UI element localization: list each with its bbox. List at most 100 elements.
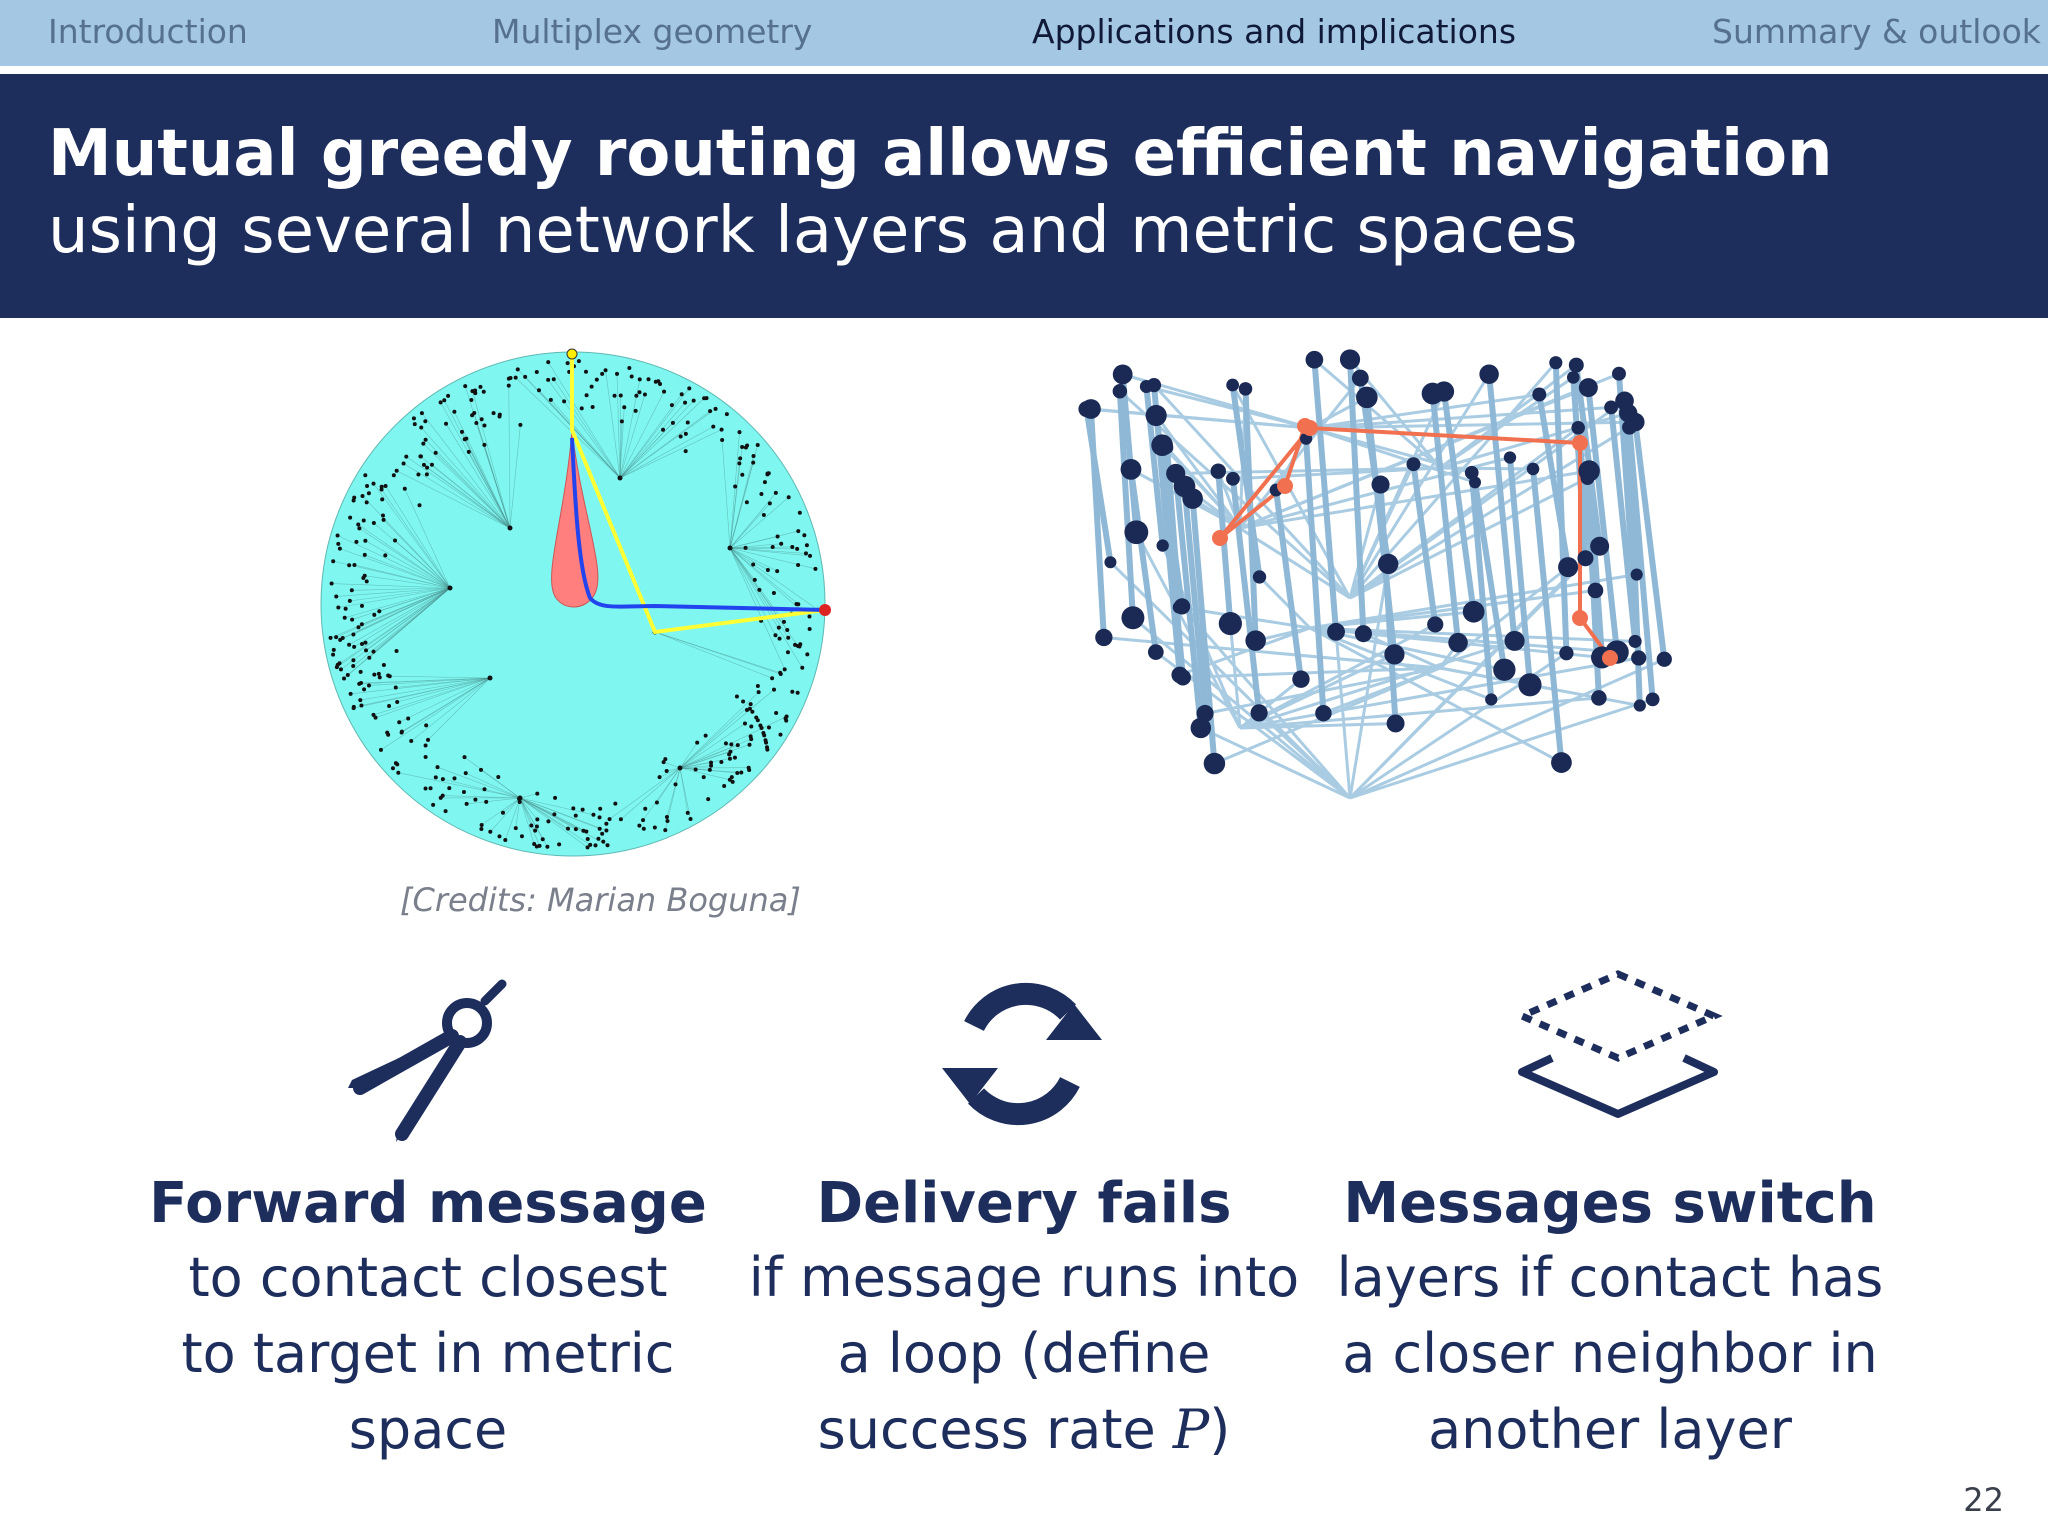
disk-node bbox=[433, 775, 438, 780]
disk-edge bbox=[344, 587, 451, 619]
network-node bbox=[1250, 704, 1268, 722]
multiplex-network-figure bbox=[1078, 349, 1672, 800]
interlayer-link bbox=[1357, 377, 1392, 565]
disk-edge bbox=[423, 443, 511, 529]
disk-edge bbox=[679, 765, 712, 769]
disk-edge bbox=[359, 528, 451, 589]
disk-node bbox=[709, 763, 714, 768]
disk-hub-node bbox=[727, 545, 733, 551]
disk-node bbox=[619, 419, 624, 424]
path-node bbox=[1602, 650, 1618, 666]
disk-edge bbox=[729, 547, 818, 610]
disk-edge bbox=[729, 547, 806, 554]
disk-edge bbox=[373, 522, 451, 589]
disk-node bbox=[546, 819, 551, 824]
disk-edge bbox=[659, 767, 681, 778]
body-line: if message runs into bbox=[748, 1246, 1300, 1309]
disk-edge bbox=[519, 797, 569, 829]
disk-node bbox=[743, 545, 748, 550]
disk-edge bbox=[375, 677, 491, 718]
disk-node bbox=[745, 707, 750, 712]
disk-node bbox=[394, 649, 399, 654]
nav-item-introduction[interactable]: Introduction bbox=[48, 12, 248, 51]
disk-node bbox=[459, 429, 464, 434]
network-node bbox=[1571, 420, 1585, 435]
disk-node bbox=[366, 683, 371, 688]
disk-node bbox=[377, 675, 382, 680]
disk-edge bbox=[398, 772, 521, 799]
disk-edge bbox=[729, 547, 816, 570]
network-node bbox=[1577, 550, 1594, 567]
disk-hub-node bbox=[517, 795, 523, 801]
disk-node bbox=[579, 406, 584, 411]
network-node bbox=[1120, 459, 1142, 480]
network-node bbox=[1558, 557, 1579, 578]
disk-node bbox=[350, 617, 355, 622]
disk-hub-node bbox=[487, 675, 493, 681]
disk-node bbox=[784, 714, 789, 719]
layer-edge bbox=[1239, 639, 1516, 730]
nav-item-summary-outlook[interactable]: Summary & outlook bbox=[1712, 12, 2041, 51]
disk-edge bbox=[365, 540, 451, 589]
disk-node bbox=[338, 667, 343, 672]
disk-nodes bbox=[328, 359, 820, 850]
disk-edge bbox=[442, 778, 521, 799]
nav-item-multiplex-geometry[interactable]: Multiplex geometry bbox=[492, 12, 813, 51]
interlayer-link bbox=[1506, 457, 1533, 686]
disk-node bbox=[738, 456, 743, 461]
disk-node bbox=[336, 605, 341, 610]
disk-edge bbox=[619, 391, 665, 479]
disk-node bbox=[424, 472, 429, 477]
disk-node bbox=[589, 384, 594, 389]
disk-node bbox=[701, 775, 706, 780]
layer-edge bbox=[1258, 711, 1352, 800]
disk-node bbox=[361, 518, 366, 523]
disk-node bbox=[479, 826, 484, 831]
nav-item-applications[interactable]: Applications and implications bbox=[1032, 12, 1517, 51]
disk-edge bbox=[679, 742, 698, 769]
disk-node bbox=[479, 417, 484, 422]
disk-node bbox=[600, 371, 605, 376]
heading-forward-message: Forward message bbox=[149, 1171, 707, 1236]
network-node bbox=[1559, 646, 1574, 661]
disk-node bbox=[518, 422, 523, 427]
disk-edge bbox=[619, 394, 682, 479]
disk-edge bbox=[427, 677, 491, 741]
network-node bbox=[1493, 658, 1516, 681]
disk-node bbox=[691, 398, 696, 403]
disk-node bbox=[377, 609, 382, 614]
disk-edge bbox=[464, 386, 511, 529]
disk-edge bbox=[353, 587, 451, 667]
disk-node bbox=[805, 652, 810, 657]
network-node bbox=[1146, 378, 1162, 393]
disk-edge bbox=[729, 455, 754, 549]
disk-node bbox=[503, 837, 508, 842]
disk-node bbox=[484, 799, 489, 804]
disk-node bbox=[423, 786, 428, 791]
disk-edge bbox=[337, 587, 451, 666]
disk-node bbox=[762, 480, 767, 485]
disk-node bbox=[347, 642, 352, 647]
disk-node bbox=[804, 543, 809, 548]
disk-node bbox=[746, 765, 751, 770]
disk-node bbox=[423, 743, 428, 748]
disk-node bbox=[399, 729, 404, 734]
disk-edge bbox=[605, 370, 621, 479]
disk-node bbox=[627, 366, 632, 371]
interlayer-link bbox=[1530, 468, 1565, 763]
disk-edge bbox=[729, 530, 799, 549]
disk-node bbox=[472, 411, 477, 416]
disk-node bbox=[728, 749, 733, 754]
disk-node bbox=[463, 771, 468, 776]
disk-edge bbox=[619, 421, 623, 479]
disk-node bbox=[363, 640, 368, 645]
network-node bbox=[1356, 386, 1378, 409]
disk-node bbox=[770, 676, 775, 681]
network-node bbox=[1252, 570, 1267, 584]
disk-edge bbox=[490, 797, 521, 833]
disk-edge bbox=[550, 399, 621, 479]
network-node bbox=[1406, 457, 1421, 472]
network-node bbox=[1587, 582, 1604, 599]
disk-node bbox=[491, 411, 496, 416]
disk-node bbox=[381, 517, 386, 522]
